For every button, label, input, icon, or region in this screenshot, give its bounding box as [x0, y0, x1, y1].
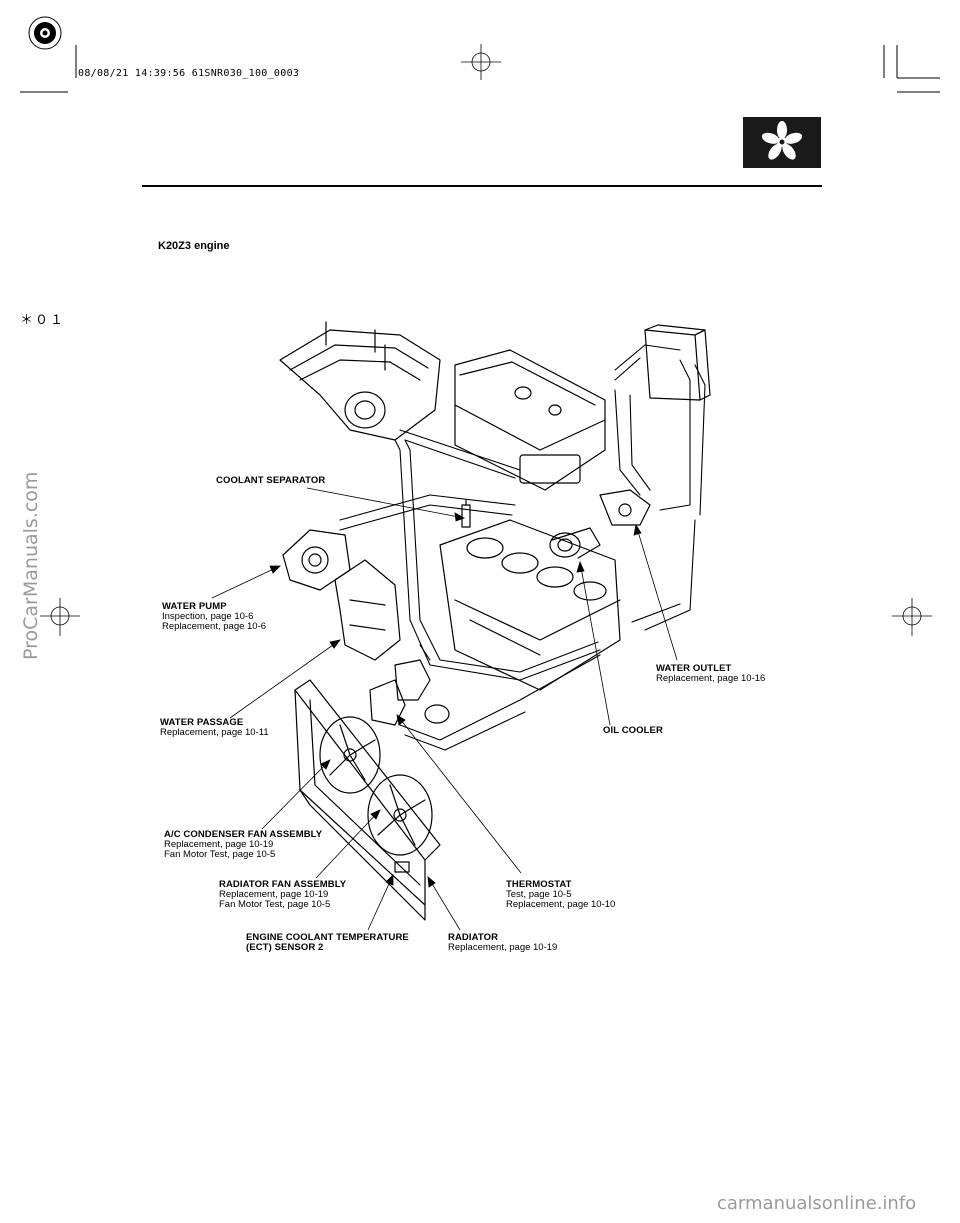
- coolant-separator: [461, 499, 471, 528]
- crosshair-right-icon: [892, 598, 932, 636]
- thermostat-housing: [369, 659, 450, 726]
- reservoir-tank: [644, 324, 711, 401]
- thermostat-line-1: Test, page 10-5: [506, 889, 572, 900]
- radiator-line-1: Replacement, page 10-19: [448, 942, 558, 953]
- water-passage: [334, 559, 401, 661]
- thermostat-line-2: Replacement, page 10-10: [506, 899, 616, 910]
- callout-ac-condenser-fan: A/C CONDENSER FAN ASSEMBLY Replacement, …: [164, 830, 322, 860]
- water-pump: [282, 529, 351, 591]
- water-outlet: [599, 489, 651, 526]
- callout-water-passage: WATER PASSAGE Replacement, page 10-11: [160, 718, 269, 738]
- water-passage-title: WATER PASSAGE: [160, 717, 244, 728]
- section-icon-box: [743, 117, 821, 168]
- radiator-title: RADIATOR: [448, 932, 499, 943]
- callout-oil-cooler: OIL COOLER: [603, 726, 663, 736]
- crosshair-left-icon: [40, 598, 80, 636]
- coolant-hoses: [339, 344, 706, 751]
- thermostat-title: THERMOSTAT: [506, 879, 572, 890]
- print-stamp: 08/08/21 14:39:56 61SNR030_100_0003: [78, 68, 300, 79]
- water-pump-title: WATER PUMP: [162, 601, 227, 612]
- margin-code: ＊０１: [20, 313, 66, 328]
- water-passage-line-1: Replacement, page 10-11: [160, 727, 269, 738]
- ac-condenser-fan: [319, 716, 381, 794]
- water-outlet-title: WATER OUTLET: [656, 663, 732, 674]
- callout-radiator: RADIATOR Replacement, page 10-19: [448, 933, 557, 953]
- water-outlet-line-1: Replacement, page 10-16: [656, 673, 766, 684]
- intake-manifold: [279, 321, 441, 441]
- coolant-separator-title: COOLANT SEPARATOR: [216, 475, 326, 486]
- engine-block: [439, 519, 621, 691]
- water-pump-line-2: Replacement, page 10-6: [162, 621, 267, 632]
- crosshair-top-icon: [461, 44, 501, 80]
- section-heading: K20Z3 engine: [158, 240, 230, 252]
- cylinder-head: [454, 349, 606, 491]
- ect-sensor-title-1: ENGINE COOLANT TEMPERATURE: [246, 932, 409, 943]
- radiator-fan-line-2: Fan Motor Test, page 10-5: [219, 899, 331, 910]
- ect-sensor: [394, 861, 410, 873]
- watermark-bottom: carmanualsonline.info: [717, 1193, 917, 1214]
- cooling-fan-icon: [761, 121, 803, 160]
- ac-condenser-fan-line-1: Replacement, page 10-19: [164, 839, 274, 850]
- callout-water-outlet: WATER OUTLET Replacement, page 10-16: [656, 664, 765, 684]
- radiator-fan-title: RADIATOR FAN ASSEMBLY: [219, 879, 347, 890]
- oil-cooler: [549, 527, 601, 559]
- callout-thermostat: THERMOSTAT Test, page 10-5 Replacement, …: [506, 880, 615, 910]
- ac-condenser-fan-title: A/C CONDENSER FAN ASSEMBLY: [164, 829, 323, 840]
- callout-radiator-fan: RADIATOR FAN ASSEMBLY Replacement, page …: [219, 880, 346, 910]
- registration-target-icon: [28, 16, 62, 50]
- radiator-fan: [367, 774, 433, 856]
- ect-sensor-title-2: (ECT) SENSOR 2: [246, 942, 324, 953]
- callout-water-pump: WATER PUMP Inspection, page 10-6 Replace…: [162, 602, 266, 632]
- callout-coolant-separator: COOLANT SEPARATOR: [216, 476, 325, 486]
- radiator-fan-line-1: Replacement, page 10-19: [219, 889, 329, 900]
- radiator: [294, 679, 441, 921]
- leader-lines: [211, 487, 678, 931]
- water-pump-line-1: Inspection, page 10-6: [162, 611, 254, 622]
- ac-condenser-fan-line-2: Fan Motor Test, page 10-5: [164, 849, 276, 860]
- oil-cooler-title: OIL COOLER: [603, 725, 663, 736]
- callout-ect-sensor: ENGINE COOLANT TEMPERATURE (ECT) SENSOR …: [246, 933, 409, 953]
